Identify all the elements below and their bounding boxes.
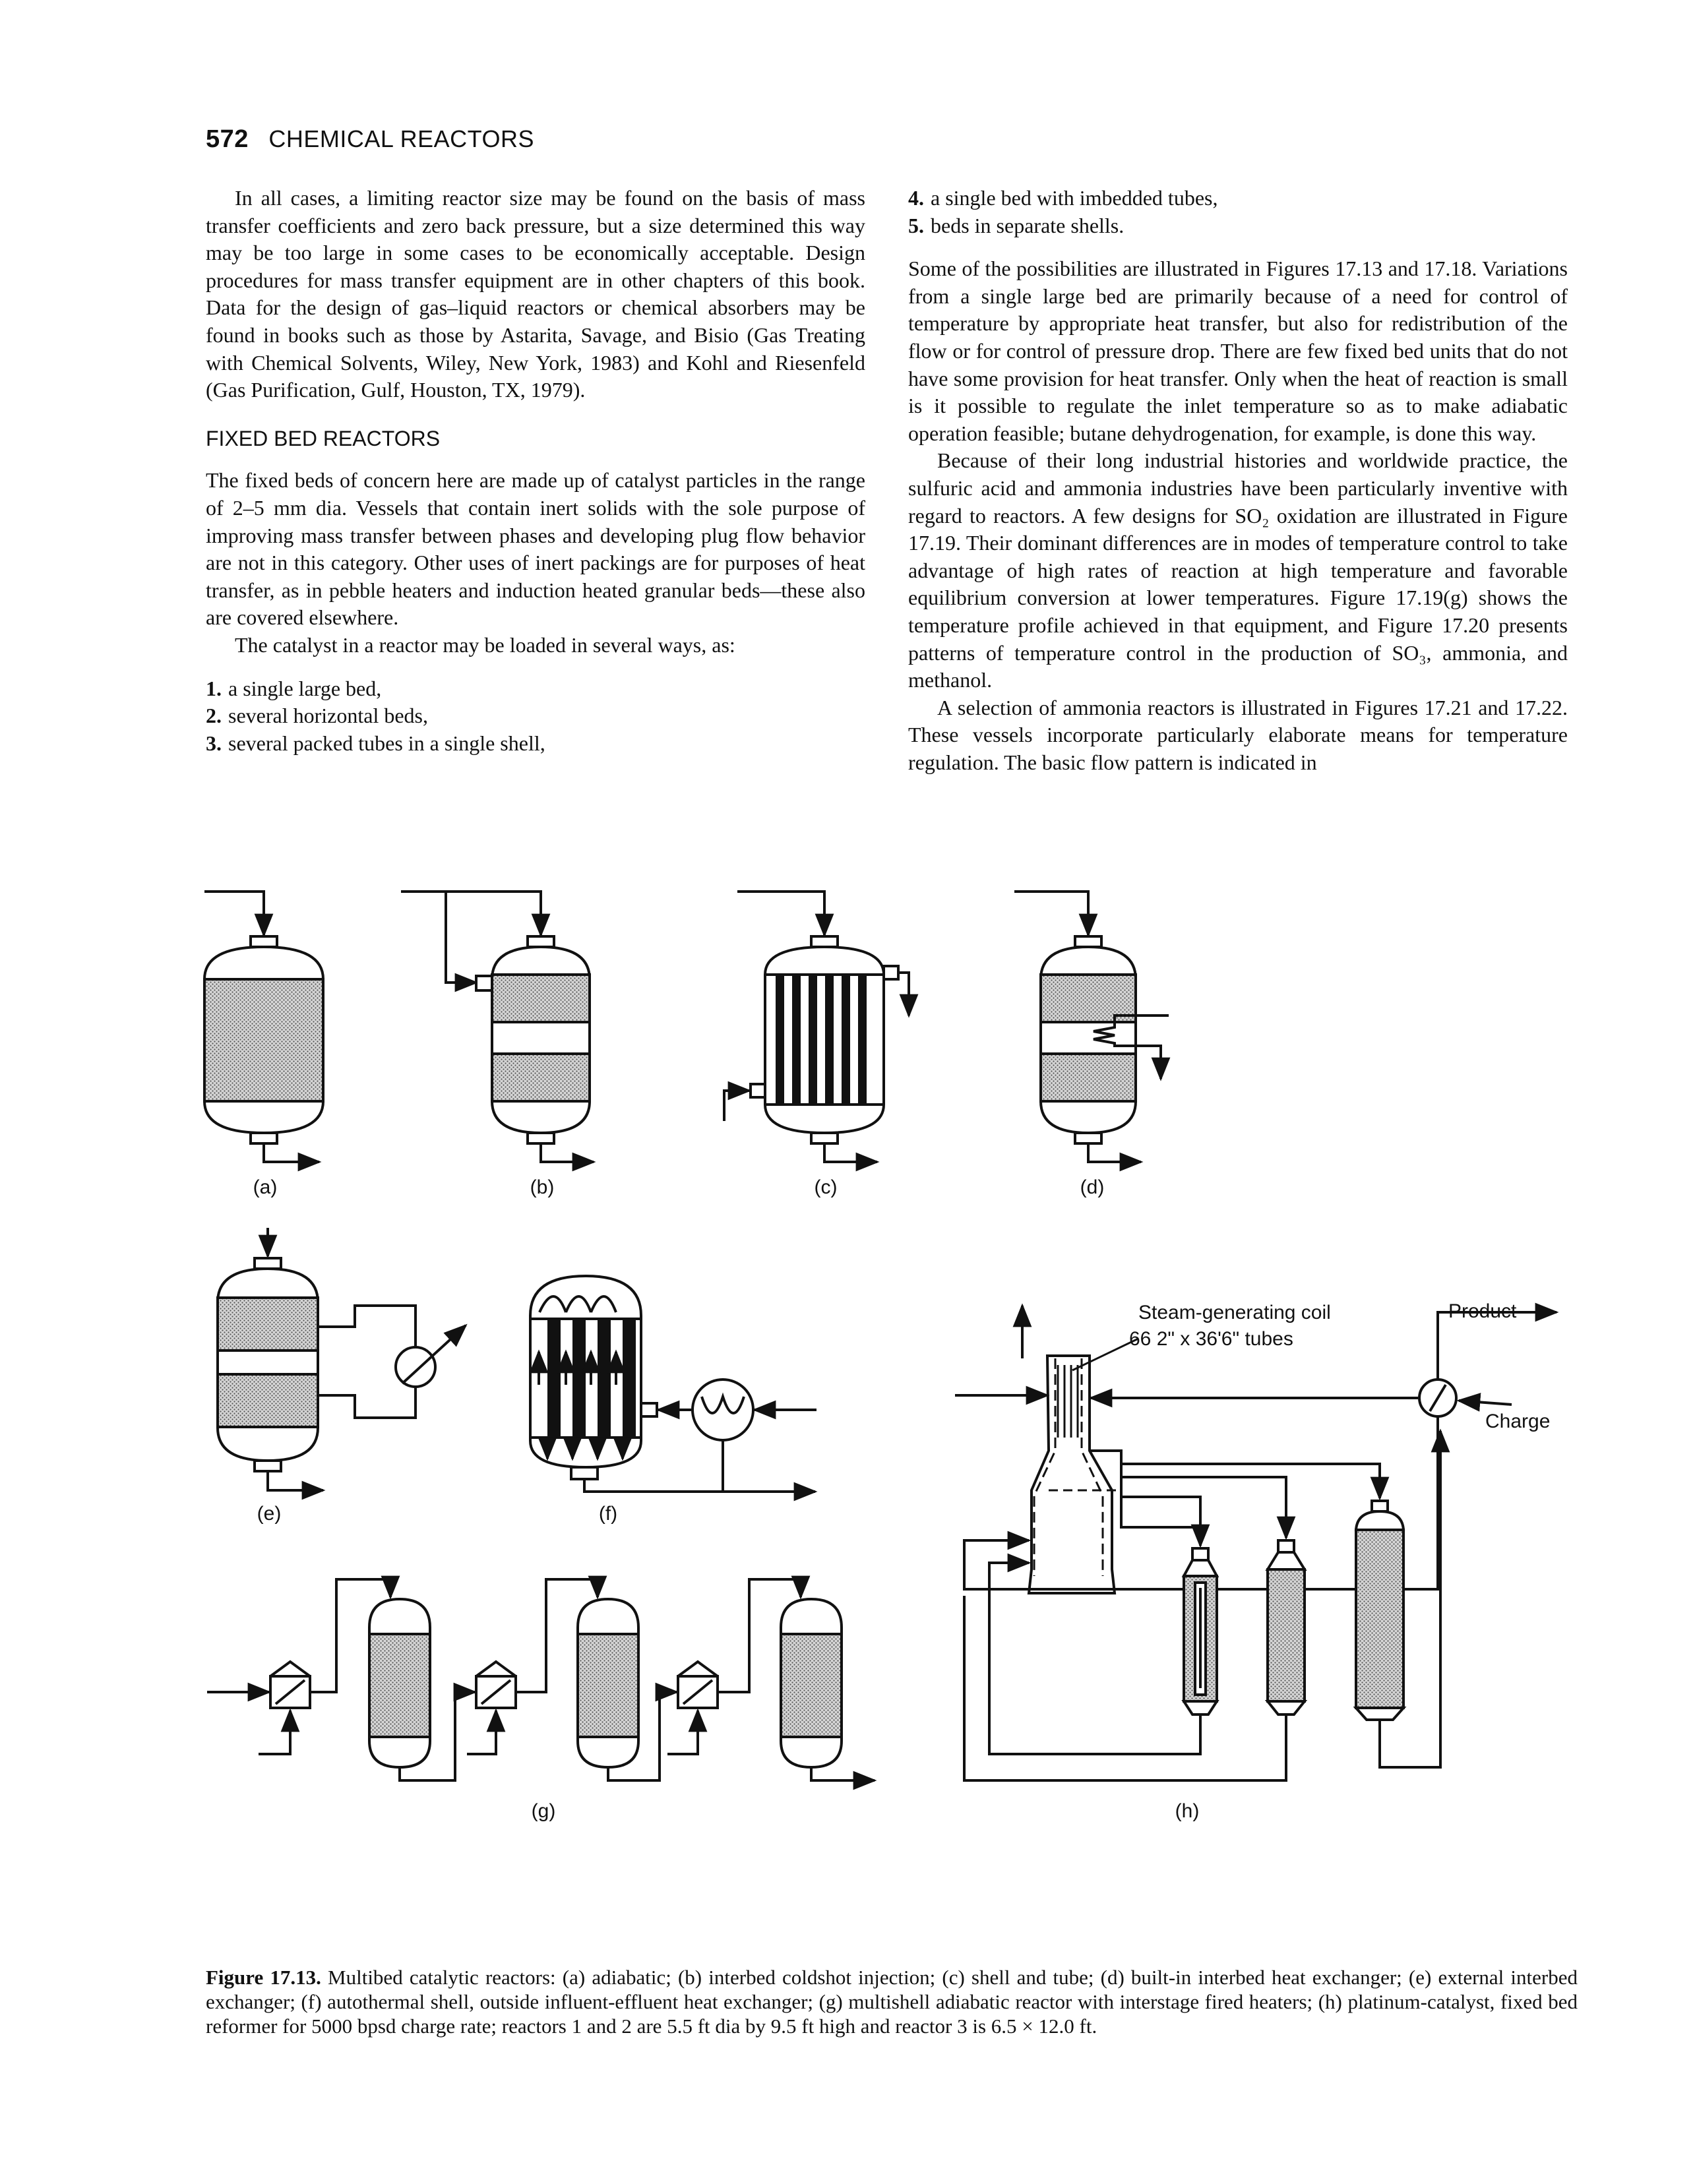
page-number: 572 — [206, 125, 249, 153]
annotation-charge: Charge — [1485, 1410, 1550, 1432]
label-d: (d) — [1080, 1176, 1105, 1198]
left-paragraph-2: The fixed beds of concern here are made … — [206, 468, 865, 630]
loading-list-continued: 4.a single bed with imbedded tubes, 5.be… — [908, 185, 1568, 239]
right-column: 4.a single bed with imbedded tubes, 5.be… — [908, 185, 1568, 776]
loading-list: 1.a single large bed, 2.several horizont… — [206, 675, 865, 758]
reactor-a — [203, 890, 324, 1172]
right-paragraph-1: Some of the possibilities are illustrate… — [908, 257, 1568, 445]
annotation-steam-coil: Steam-generating coil — [1138, 1302, 1331, 1323]
annotation-tubes: 66 2" x 36'6" tubes — [1129, 1328, 1293, 1350]
left-paragraph-3: The catalyst in a reactor may be loaded … — [235, 632, 735, 657]
reactor-train-g — [207, 1575, 877, 1790]
reactor-d — [1014, 890, 1171, 1172]
label-c: (c) — [815, 1176, 838, 1198]
reactor-f — [529, 1274, 818, 1502]
tube-bundle — [776, 975, 867, 1105]
label-g: (g) — [532, 1800, 556, 1822]
running-title: CHEMICAL REACTORS — [268, 125, 534, 152]
left-paragraph-1: In all cases, a limiting reactor size ma… — [206, 186, 865, 402]
reactor-c — [723, 890, 919, 1172]
right-paragraph-3: A selection of ammonia reactors is illus… — [908, 695, 1568, 774]
steam-coil — [1057, 1365, 1079, 1438]
section-heading: FIXED BED REACTORS — [206, 426, 441, 450]
list-item: 3.several packed tubes in a single shell… — [206, 731, 545, 755]
label-a: (a) — [253, 1176, 278, 1198]
label-h: (h) — [1175, 1800, 1200, 1822]
reactor-e — [216, 1228, 468, 1500]
list-item: 1.a single large bed, — [206, 676, 382, 700]
label-b: (b) — [530, 1176, 555, 1198]
caption-label: Figure 17.13. — [206, 1966, 321, 1989]
label-f: (f) — [599, 1503, 617, 1525]
reformer-h — [955, 1302, 1559, 1782]
running-header: 572 CHEMICAL REACTORS — [206, 125, 534, 154]
reactor-b — [401, 890, 596, 1172]
right-paragraph-2: Because of their long industrial histori… — [908, 448, 1568, 692]
list-item: 4.a single bed with imbedded tubes, — [908, 186, 1218, 210]
tube-bundle — [547, 1319, 636, 1438]
list-item: 2.several horizontal beds, — [206, 704, 428, 728]
left-column: In all cases, a limiting reactor size ma… — [206, 185, 865, 757]
annotation-product: Product — [1448, 1300, 1517, 1322]
label-e: (e) — [257, 1503, 282, 1525]
caption-text: Multibed catalytic reactors: (a) adiabat… — [206, 1966, 1578, 2038]
figure-caption: Figure 17.13. Multibed catalytic reactor… — [206, 1965, 1578, 2038]
list-item: 5.beds in separate shells. — [908, 213, 1125, 237]
